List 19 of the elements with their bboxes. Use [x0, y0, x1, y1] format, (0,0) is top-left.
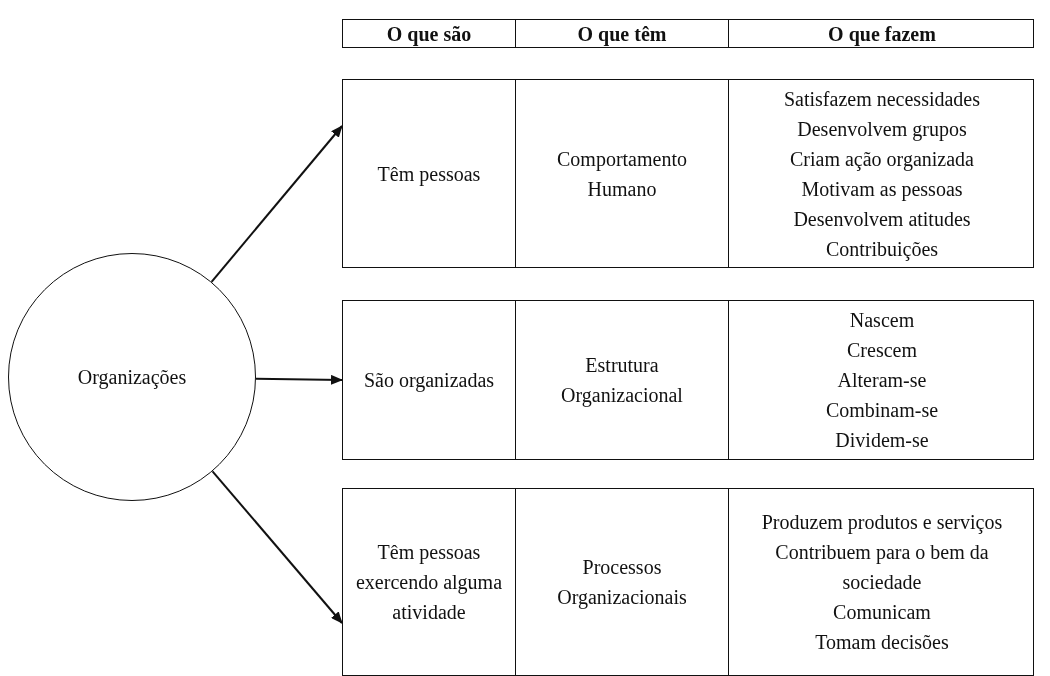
header-cell: O que têm: [516, 20, 729, 47]
header-cell: O que fazem: [729, 20, 1035, 47]
table-cell: Processos Organizacionais: [516, 489, 729, 675]
table-row: [342, 79, 1034, 268]
table-cell: Produzem produtos e serviços Contribuem para o bem da sociedade Comunicam Tomam decisões: [729, 489, 1035, 675]
arrow: [211, 470, 343, 624]
table-cell: Nascem Crescem Alteram-se Combinam-se Dividem-se: [729, 301, 1035, 459]
table-cell: Satisfazem necessidades Desenvolvem grupos Criam ação organizada Motivam as pessoas Desenvolvem atitudes Contribuições: [729, 80, 1035, 267]
table-cell: São organizadas: [343, 301, 516, 459]
table-row: [342, 488, 1034, 676]
arrow: [255, 374, 343, 385]
table-cell: Comportamento Humano: [516, 80, 729, 267]
table-row: [342, 300, 1034, 460]
header-row: [342, 19, 1034, 48]
table-cell: Têm pessoas: [343, 80, 516, 267]
table-cell: Estrutura Organizacional: [516, 301, 729, 459]
header-cell: O que são: [343, 20, 516, 47]
table-cell: Têm pessoas exercendo alguma atividade: [343, 489, 516, 675]
arrow: [210, 125, 343, 283]
